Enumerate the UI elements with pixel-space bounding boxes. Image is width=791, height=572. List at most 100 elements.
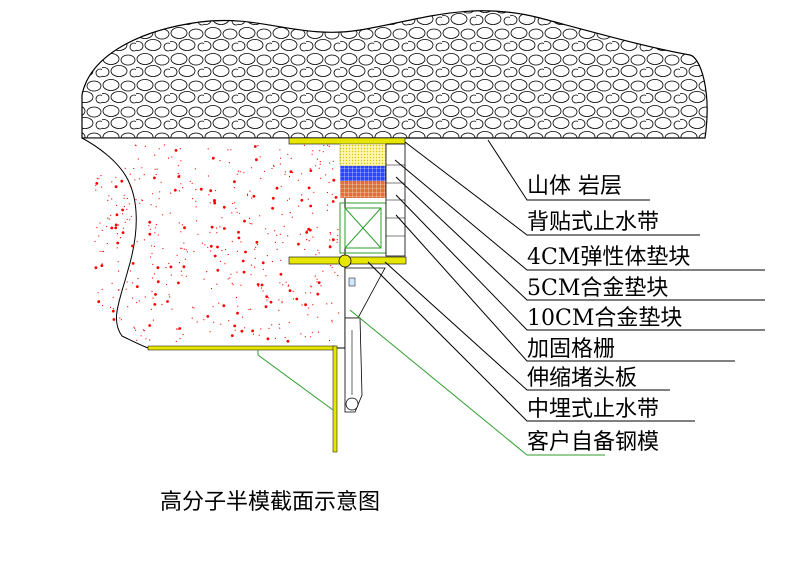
- aggregate-dot: [280, 185, 282, 187]
- aggregate-dot: [256, 283, 260, 286]
- aggregate-dot: [240, 241, 242, 243]
- aggregate-dot: [312, 236, 314, 238]
- aggregate-dot: [111, 198, 113, 200]
- aggregate-dot: [287, 235, 289, 237]
- aggregate-dot: [154, 293, 157, 296]
- aggregate-dot: [301, 304, 303, 306]
- aggregate-dot: [231, 240, 233, 243]
- aggregate-dot: [326, 303, 328, 305]
- aggregate-dot: [250, 308, 252, 310]
- aggregate-dot: [317, 249, 319, 251]
- leader-line: [395, 214, 735, 362]
- aggregate-dot: [180, 160, 182, 162]
- aggregate-dot: [236, 250, 238, 252]
- aggregate-dot: [320, 177, 322, 179]
- aggregate-dot: [119, 237, 122, 239]
- aggregate-dot: [307, 227, 311, 231]
- aggregate-dot: [292, 290, 294, 292]
- aggregate-dot: [306, 239, 308, 241]
- aggregate-dot: [132, 282, 134, 284]
- leader-line: [395, 194, 765, 331]
- aggregate-dot: [307, 186, 311, 190]
- aggregate-dot: [306, 230, 308, 232]
- aggregate-dot: [126, 197, 128, 200]
- aggregate-dot: [233, 324, 237, 328]
- aggregate-dot: [193, 250, 195, 253]
- aggregate-dot: [165, 267, 167, 269]
- aggregate-dot: [315, 254, 317, 256]
- aggregate-dot: [263, 170, 265, 173]
- aggregate-dot: [152, 297, 154, 299]
- aggregate-dot: [141, 167, 143, 169]
- aggregate-dot: [156, 168, 158, 170]
- aggregate-dot: [310, 285, 312, 287]
- leader-line: [394, 159, 765, 271]
- aggregate-dot: [268, 297, 270, 299]
- aggregate-dot: [265, 228, 267, 230]
- label-embedded-waterstop: 中埋式止水带: [527, 397, 660, 422]
- aggregate-dot: [185, 275, 187, 277]
- aggregate-dot: [117, 261, 119, 263]
- aggregate-dot: [216, 283, 218, 285]
- aggregate-dot: [182, 265, 186, 269]
- aggregate-dot: [153, 176, 156, 180]
- aggregate-dot: [336, 239, 338, 241]
- aggregate-dot: [301, 173, 303, 175]
- aggregate-dot: [115, 213, 119, 217]
- label-alloy-10cm: 10CM合金垫块: [527, 306, 683, 331]
- aggregate-dot: [311, 286, 313, 288]
- aggregate-dot: [210, 288, 213, 290]
- aggregate-dot: [111, 282, 113, 284]
- aggregate-dot: [212, 306, 214, 308]
- label-elastic-pad: 4CM弹性体垫块: [527, 245, 691, 270]
- aggregate-dot: [237, 305, 239, 307]
- leader-line: [384, 261, 670, 391]
- aggregate-dot: [230, 149, 232, 151]
- aggregate-dot: [209, 202, 211, 204]
- concrete-region: [81, 137, 346, 349]
- aggregate-dot: [224, 263, 226, 265]
- aggregate-dot: [234, 329, 236, 331]
- aggregate-dot: [331, 321, 333, 323]
- aggregate-dot: [255, 158, 258, 162]
- aggregate-dot: [137, 158, 139, 160]
- aggregate-dot: [153, 273, 155, 275]
- aggregate-dot: [249, 190, 251, 192]
- aggregate-dot: [314, 275, 316, 277]
- aggregate-dot: [195, 220, 198, 222]
- aggregate-dot: [266, 255, 268, 257]
- aggregate-dot: [133, 326, 135, 328]
- aggregate-dot: [136, 302, 138, 304]
- aggregate-dot: [154, 227, 156, 229]
- aggregate-dot: [106, 226, 108, 228]
- aggregate-dot: [151, 193, 154, 195]
- aggregate-dot: [122, 231, 124, 233]
- aggregate-dot: [311, 332, 313, 334]
- aggregate-dot: [171, 156, 173, 158]
- aggregate-dot: [232, 284, 234, 286]
- aggregate-dot: [231, 212, 233, 214]
- aggregate-dot: [189, 180, 191, 182]
- aggregate-dot: [115, 176, 117, 178]
- aggregate-dot: [229, 277, 231, 279]
- aggregate-dot: [251, 329, 255, 333]
- aggregate-dot: [107, 217, 109, 219]
- aggregate-dot: [246, 193, 249, 195]
- aggregate-dot: [118, 298, 120, 300]
- aggregate-dot: [316, 226, 318, 228]
- aggregate-dot: [322, 151, 324, 153]
- aggregate-dot: [236, 271, 238, 273]
- aggregate-dot: [109, 306, 112, 308]
- aggregate-dot: [180, 231, 182, 233]
- aggregate-dot: [168, 294, 170, 296]
- aggregate-dot: [268, 327, 270, 329]
- aggregate-dot: [101, 263, 103, 265]
- aggregate-dot: [299, 233, 301, 235]
- aggregate-dot: [260, 287, 263, 289]
- aggregate-dot: [216, 232, 218, 234]
- aggregate-dot: [282, 242, 284, 244]
- aggregate-dot: [136, 339, 138, 341]
- aggregate-dot: [328, 145, 330, 147]
- aggregate-dot: [284, 336, 286, 339]
- aggregate-dot: [271, 206, 274, 210]
